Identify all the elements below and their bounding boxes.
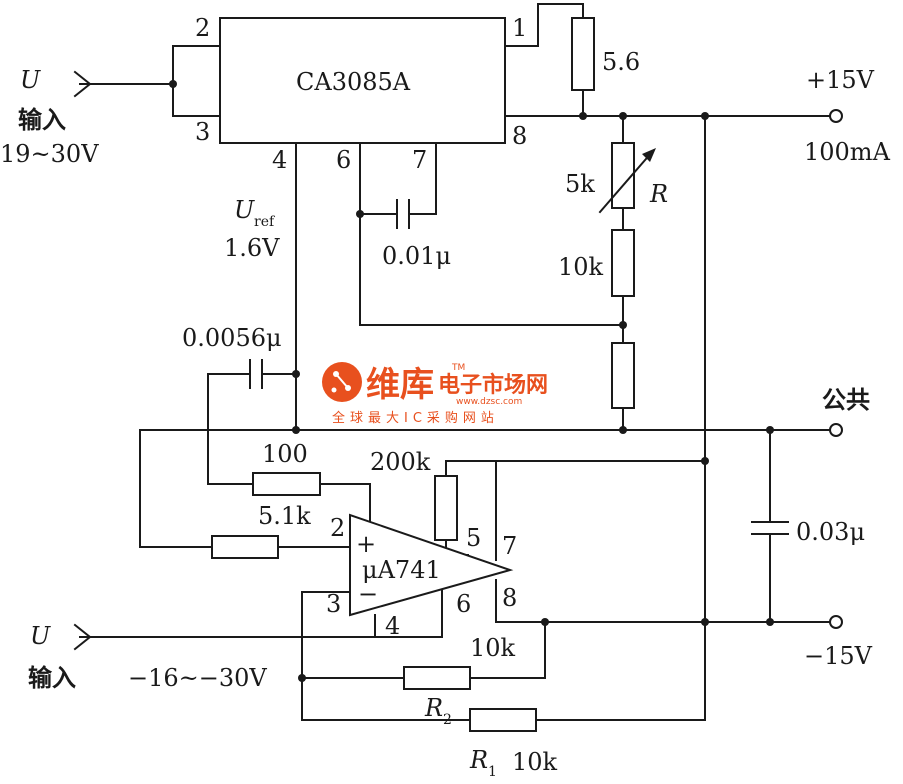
watermark-url: www.dzsc.com — [456, 397, 522, 407]
label-r-var-name: R — [649, 180, 668, 208]
ic1-pin2: 2 — [195, 14, 210, 42]
ic2-minus: − — [358, 580, 378, 608]
resistor-lower-right — [611, 342, 635, 409]
terminal-common — [829, 423, 843, 437]
label-c-0-01u: 0.01μ — [382, 242, 451, 270]
resistor-100 — [252, 472, 321, 496]
resistor-200k — [434, 475, 458, 541]
ic2-pin6: 6 — [456, 590, 471, 618]
input-pos-symbol: U — [20, 66, 41, 94]
terminal-neg15 — [829, 615, 843, 629]
ic1-pin4: 4 — [272, 146, 287, 174]
junction-dots — [169, 80, 774, 682]
label-c-0-03u: 0.03μ — [796, 518, 865, 546]
input-neg-range: −16~−30V — [128, 664, 267, 692]
ic1-pin8: 8 — [512, 122, 527, 150]
capacitor-0-01u — [396, 199, 410, 229]
output-pos-voltage: +15V — [806, 66, 875, 94]
ua741-opamp — [349, 513, 514, 617]
label-r-200k: 200k — [370, 448, 431, 476]
ic2-pin5: 5 — [466, 524, 481, 552]
watermark-logo: 维库 电子市场网 TM www.dzsc.com 全球最大IC采购网站 — [322, 362, 548, 426]
ic2-pin2: 2 — [330, 514, 345, 542]
output-common: 公共 — [822, 386, 870, 414]
label-r-100: 100 — [262, 440, 308, 468]
vref-value: 1.6V — [224, 234, 280, 262]
ic2-pin8: 8 — [502, 584, 517, 612]
watermark-tm: TM — [451, 363, 465, 373]
output-pos-current: 100mA — [804, 138, 891, 166]
label-r2-sub: 2 — [443, 712, 452, 728]
ic2-plus: + — [356, 530, 376, 558]
terminal-pos15 — [829, 109, 843, 123]
ic1-pin3: 3 — [195, 118, 210, 146]
ic2-pin3: 3 — [326, 590, 341, 618]
ca3085a-chip — [219, 17, 506, 144]
resistor-10k-mid — [611, 229, 635, 297]
resistor-r2 — [403, 666, 471, 690]
vref-symbol: U — [234, 196, 255, 224]
ic1-pin1: 1 — [512, 14, 527, 42]
input-pos-label: 输入 — [18, 106, 66, 134]
input-neg-symbol: U — [30, 622, 51, 650]
label-r-var-5k: 5k — [565, 170, 595, 198]
label-r2-name: R — [424, 694, 443, 722]
label-r-5-6: 5.6 — [602, 48, 640, 76]
label-r1-value: 10k — [512, 748, 558, 776]
input-neg-label: 输入 — [28, 664, 76, 692]
label-r-5-1k: 5.1k — [258, 502, 311, 530]
watermark-tag: 全球最大IC采购网站 — [332, 410, 499, 426]
ic1-name: CA3085A — [296, 68, 411, 96]
resistor-5-1k — [211, 535, 279, 559]
vref-sub: ref — [254, 214, 276, 230]
ic2-pin7: 7 — [502, 532, 517, 560]
ic2-name: μA741 — [362, 556, 441, 584]
watermark-sub: 电子市场网 — [438, 372, 548, 398]
label-r1-sub: 1 — [488, 764, 497, 780]
label-c-0-0056u: 0.0056μ — [182, 324, 282, 352]
input-pos-range: 19~30V — [0, 140, 99, 168]
label-r2-value: 10k — [470, 634, 516, 662]
variable-arrowhead — [642, 148, 656, 162]
ic2-pin4: 4 — [385, 612, 400, 640]
label-r1-name: R — [469, 746, 488, 774]
output-neg-voltage: −15V — [804, 642, 873, 670]
variable-arrow — [598, 150, 654, 214]
capacitor-0-0056u — [249, 359, 263, 389]
ic1-pin6: 6 — [336, 146, 351, 174]
resistor-r1 — [469, 708, 537, 732]
label-r-10k-mid: 10k — [558, 253, 604, 281]
ic1-pin7: 7 — [412, 146, 427, 174]
resistor-5-6 — [571, 17, 595, 91]
watermark-brand: 维库 — [366, 365, 434, 405]
capacitor-0-03u — [751, 521, 789, 535]
